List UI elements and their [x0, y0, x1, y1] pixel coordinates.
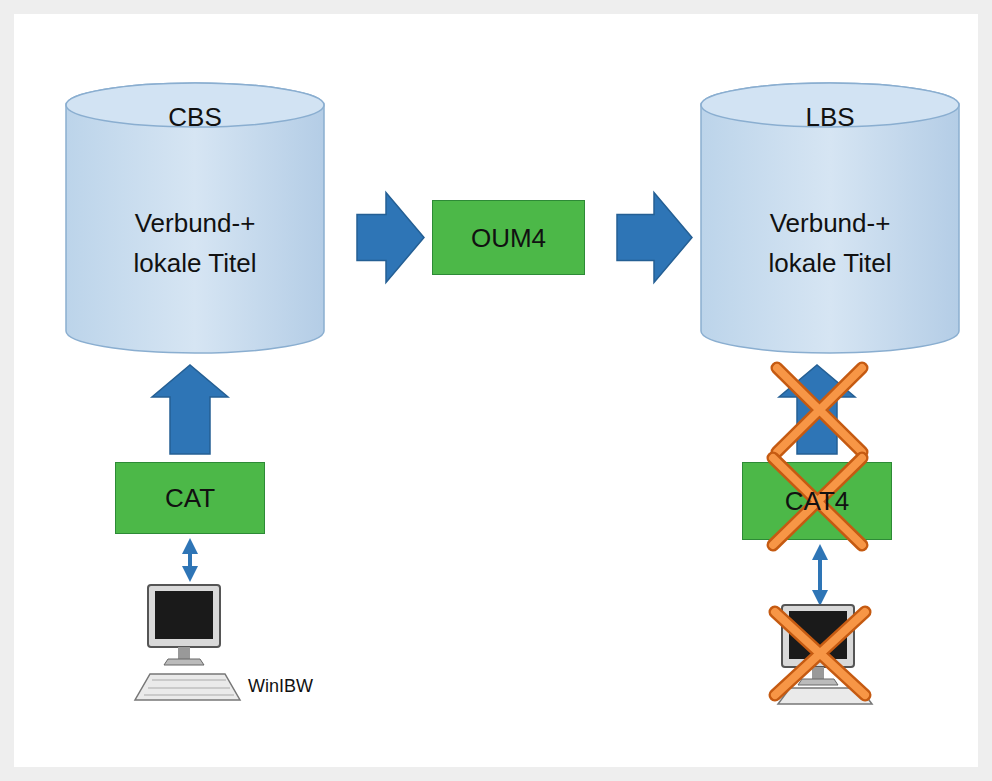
node-title: OUM4 [471, 218, 546, 258]
process-box: CAT4 [742, 462, 892, 540]
software-label: WinIBW [248, 676, 313, 697]
cross-out-mark [775, 612, 865, 695]
double-arrow [188, 546, 192, 574]
database-cylinder: CBS Verbund-+ lokale Titel [65, 83, 325, 353]
database-cylinder: LBS Verbund-+ lokale Titel [700, 83, 960, 353]
node-body: Verbund-+ lokale Titel [750, 203, 910, 283]
node-title: CBS [65, 97, 325, 137]
process-box: CAT [115, 462, 265, 534]
block-arrow [617, 193, 692, 283]
block-arrow [152, 365, 228, 454]
node-title: CAT4 [785, 481, 850, 521]
process-box: OUM4 [432, 200, 585, 275]
double-arrow [818, 552, 822, 598]
computer-icon [135, 585, 240, 700]
cross-out-mark [777, 368, 862, 452]
node-title: CAT [165, 478, 215, 518]
cross-out-mark [773, 458, 862, 545]
node-title: LBS [700, 97, 960, 137]
node-body: Verbund-+ lokale Titel [115, 203, 275, 283]
block-arrow [357, 193, 424, 283]
